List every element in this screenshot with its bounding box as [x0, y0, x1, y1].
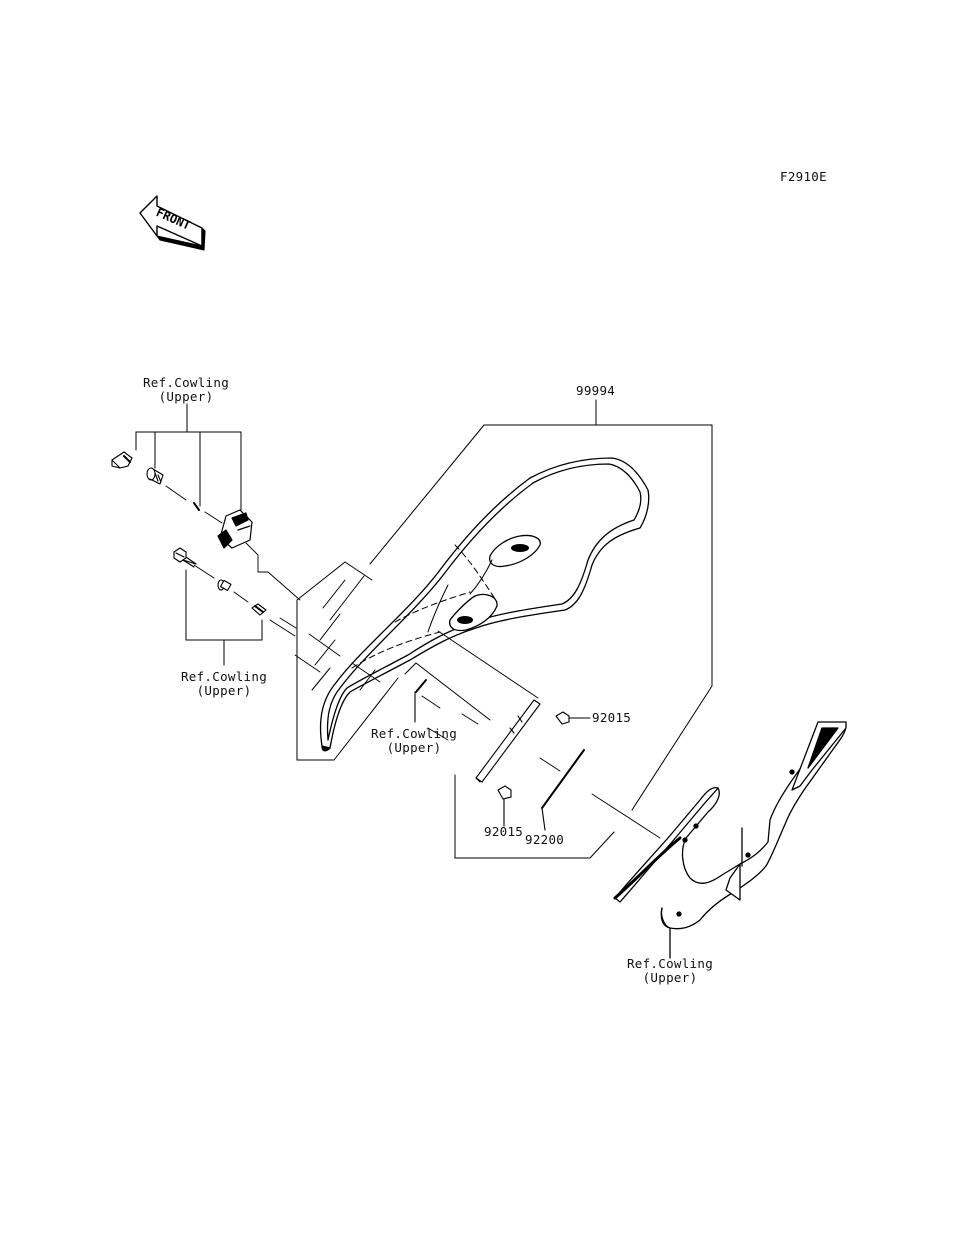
- part-number-92200: 92200: [525, 832, 565, 847]
- callout-ref-cowling-mid-left-bracket: [185, 569, 263, 666]
- ref-cowling-label-line2: (Upper): [642, 970, 698, 985]
- part-number-92015-right: 92015: [592, 710, 632, 725]
- ref-cowling-label-center: Ref.Cowling (Upper): [354, 727, 474, 755]
- seal-strip-part-92200: [541, 749, 585, 831]
- rod-part: [475, 699, 541, 783]
- ref-cowling-label-line1: Ref.Cowling: [626, 956, 714, 971]
- washer-part: [217, 579, 232, 592]
- screw-part-top: [146, 467, 164, 485]
- part-number-92015-lower: 92015: [484, 824, 524, 839]
- figure-code: F2910E: [780, 169, 827, 184]
- part-number-99994: 99994: [576, 383, 616, 398]
- callout-ref-cowling-top-left-bracket: [135, 403, 242, 511]
- mount-bracket-part: [217, 509, 253, 549]
- ref-cowling-label-line2: (Upper): [158, 389, 214, 404]
- front-arrow-icon: FRONT: [139, 195, 206, 251]
- clip-part-92015-lower: [497, 785, 512, 827]
- cowling-bracket-part: [613, 721, 847, 959]
- ref-cowling-label-line1: Ref.Cowling: [370, 726, 458, 741]
- ref-cowling-label-line1: Ref.Cowling: [180, 669, 268, 684]
- ref-cowling-label-bottom-right: Ref.Cowling (Upper): [610, 957, 730, 985]
- windshield-part-99994: [319, 457, 650, 752]
- short-strip-part: [414, 679, 427, 723]
- clip-nut-part: [111, 451, 133, 469]
- assembly-guide-lines: [165, 485, 661, 839]
- ref-cowling-label-top-left: Ref.Cowling (Upper): [126, 376, 246, 404]
- o-ring-part-top: [193, 502, 200, 511]
- clip-part-92015-right: [555, 711, 591, 725]
- ref-cowling-label-line2: (Upper): [196, 683, 252, 698]
- callout-99994-bracket: [369, 399, 713, 811]
- ref-cowling-label-mid-left: Ref.Cowling (Upper): [164, 670, 284, 698]
- left-assembly-outline: [296, 561, 399, 761]
- bolt-part: [173, 547, 197, 568]
- ref-cowling-label-line1: Ref.Cowling: [142, 375, 230, 390]
- grommet-part: [251, 603, 267, 616]
- ref-cowling-label-line2: (Upper): [386, 740, 442, 755]
- lower-assembly-outline: [404, 662, 615, 859]
